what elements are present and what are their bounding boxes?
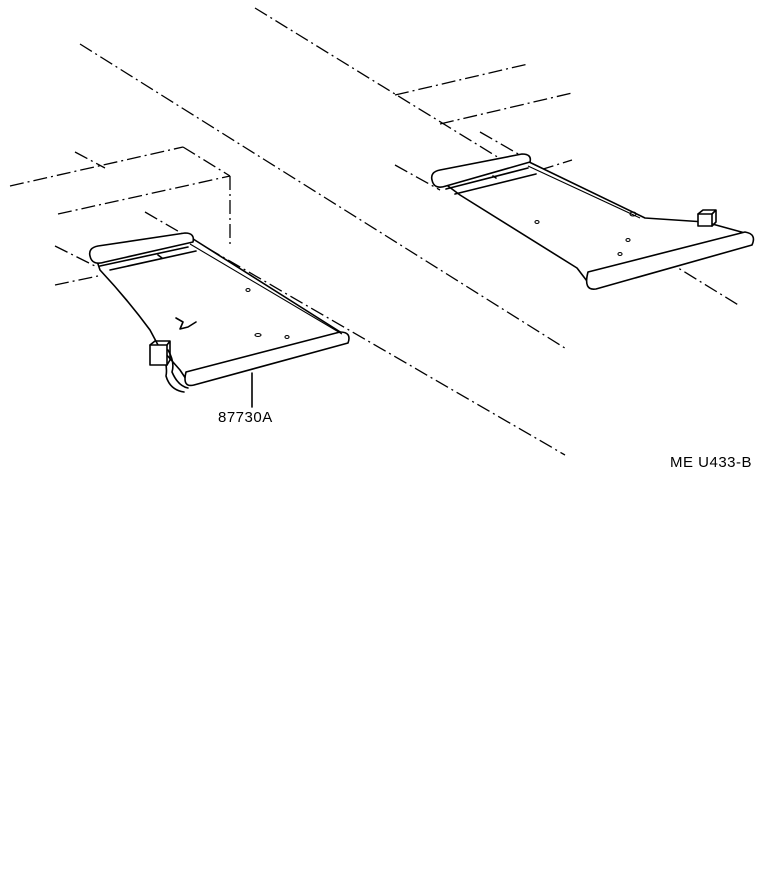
drawing-code-label: ME U433-B [670, 454, 753, 471]
connector-icon [149, 340, 171, 366]
seat-heater-right [430, 153, 755, 290]
seat-heater-left [88, 232, 350, 393]
connector-icon [697, 209, 717, 227]
part-number-label: 87730A [218, 409, 273, 426]
